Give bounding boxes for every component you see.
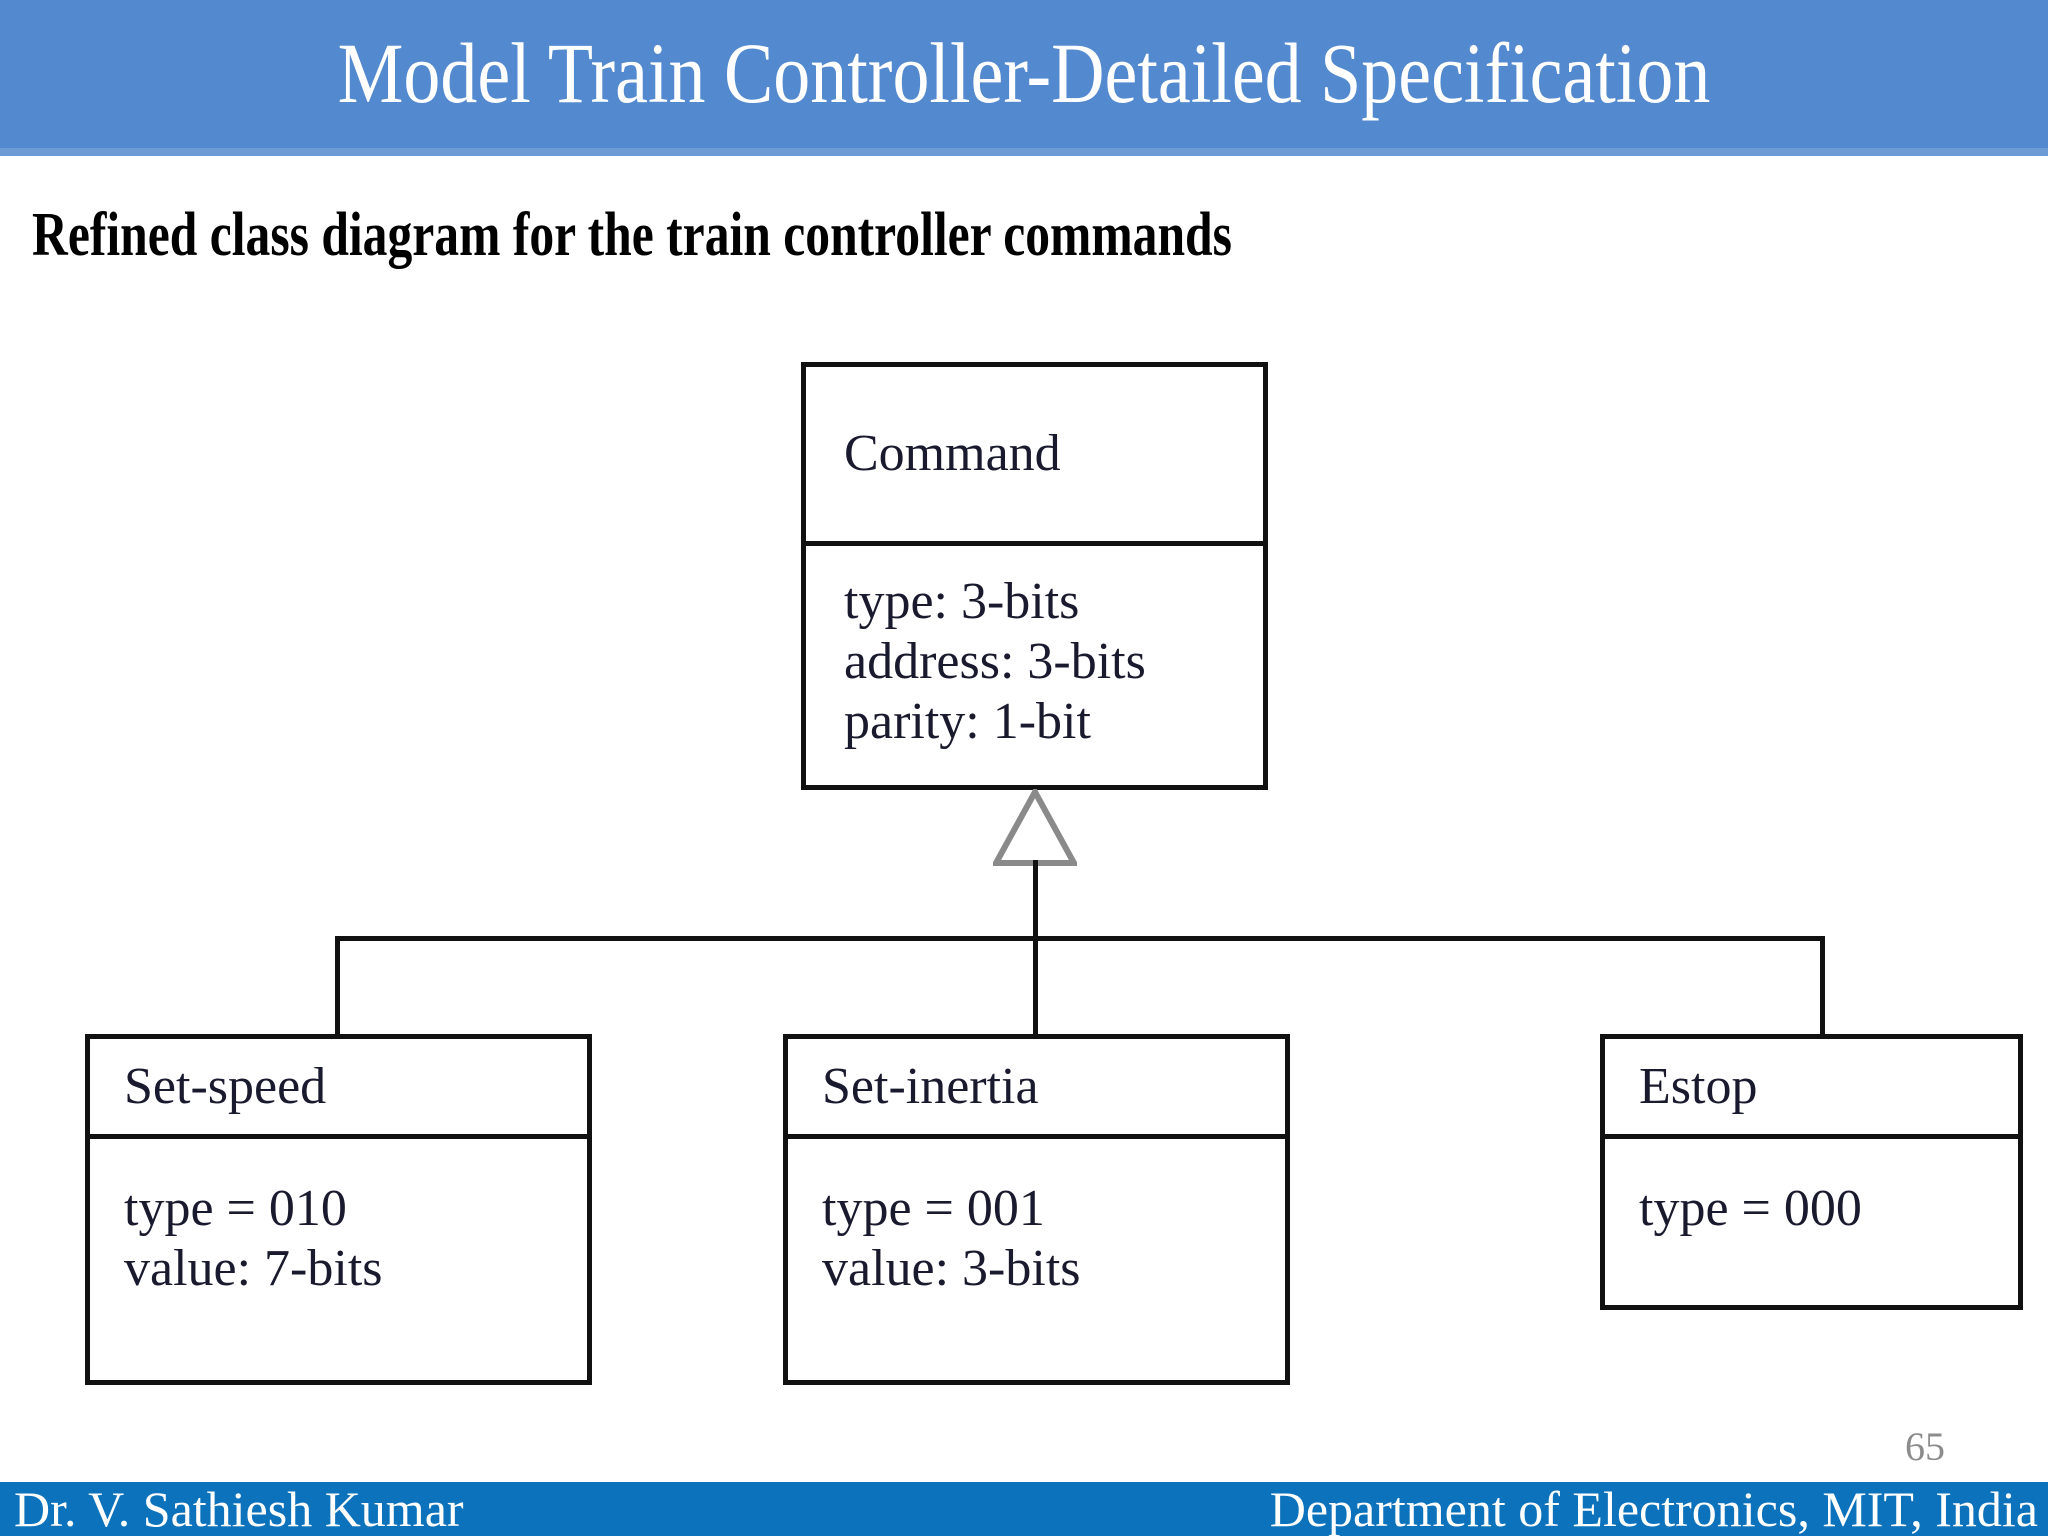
uml-attribute: parity: 1-bit	[844, 693, 1091, 750]
uml-class-set-speed: Set-speed type = 010 value: 7-bits	[85, 1034, 592, 1385]
uml-class-command-name-row: Command	[806, 367, 1263, 546]
uml-class-set-speed-name: Set-speed	[124, 1057, 327, 1115]
title-bar	[0, 0, 2048, 148]
drop-line-estop	[1820, 936, 1825, 1036]
uml-class-set-inertia-name-row: Set-inertia	[788, 1039, 1285, 1139]
footer-department: Department of Electronics, MIT, India	[1269, 1481, 2038, 1536]
page-number: 65	[1905, 1424, 1945, 1469]
uml-class-estop-attributes: type = 000	[1605, 1179, 2018, 1239]
uml-attribute: type: 3-bits	[844, 573, 1080, 630]
uml-attribute: type = 010	[124, 1180, 347, 1237]
uml-attribute: address: 3-bits	[844, 633, 1146, 690]
page-title: Model Train Controller-Detailed Specific…	[337, 25, 1711, 121]
uml-class-set-inertia-name: Set-inertia	[822, 1057, 1039, 1115]
generalization-stem	[1033, 860, 1038, 940]
uml-class-command-name: Command	[844, 425, 1061, 482]
generalization-bus-line	[335, 936, 1825, 941]
uml-class-set-inertia: Set-inertia type = 001 value: 3-bits	[783, 1034, 1290, 1385]
uml-class-estop: Estop type = 000	[1600, 1034, 2023, 1310]
uml-class-command: Command type: 3-bits address: 3-bits par…	[801, 362, 1268, 790]
uml-attribute: type = 001	[822, 1180, 1045, 1237]
drop-line-set-inertia	[1033, 936, 1038, 1036]
uml-class-estop-name: Estop	[1639, 1057, 1758, 1115]
uml-attribute: value: 7-bits	[124, 1240, 383, 1297]
generalization-triangle-icon	[993, 789, 1077, 866]
uml-class-command-attributes: type: 3-bits address: 3-bits parity: 1-b…	[806, 572, 1263, 752]
uml-attribute: value: 3-bits	[822, 1240, 1081, 1297]
footer-bar	[0, 1482, 2048, 1536]
uml-class-set-inertia-attributes: type = 001 value: 3-bits	[788, 1179, 1285, 1299]
uml-class-set-speed-attributes: type = 010 value: 7-bits	[90, 1179, 587, 1299]
uml-class-set-speed-name-row: Set-speed	[90, 1039, 587, 1139]
subtitle-heading: Refined class diagram for the train cont…	[32, 201, 1232, 269]
drop-line-set-speed	[335, 936, 340, 1036]
title-bar-underline	[0, 148, 2048, 156]
uml-class-estop-name-row: Estop	[1605, 1039, 2018, 1139]
uml-attribute: type = 000	[1639, 1180, 1862, 1237]
footer-author: Dr. V. Sathiesh Kumar	[14, 1481, 464, 1536]
